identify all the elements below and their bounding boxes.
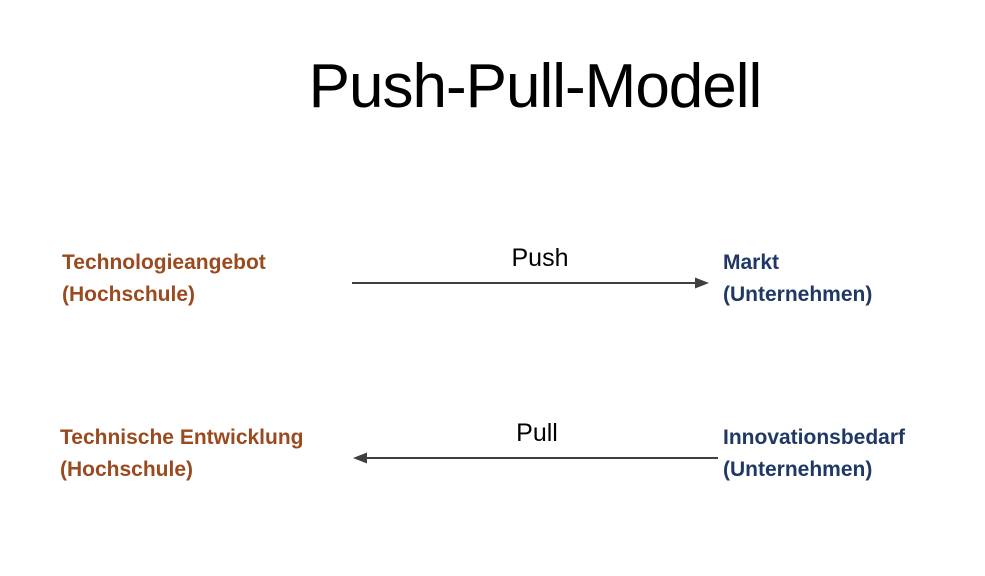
node-technologieangebot: Technologieangebot (Hochschule) (62, 247, 266, 311)
push-arrow (352, 277, 709, 289)
node-innovationsbedarf: Innovationsbedarf (Unternehmen) (723, 422, 905, 486)
node-technische-entwicklung: Technische Entwicklung (Hochschule) (60, 422, 304, 486)
node-innovationsbedarf-line2: (Unternehmen) (723, 458, 873, 481)
pull-arrow (353, 452, 718, 464)
node-markt-line2: (Unternehmen) (723, 283, 873, 306)
push-arrow-label: Push (511, 244, 569, 272)
push-arrowhead-icon (695, 277, 709, 289)
node-technologieangebot-line2: (Hochschule) (62, 283, 196, 306)
pull-arrowhead-icon (353, 452, 367, 464)
slide-title: Push-Pull-Modell (308, 52, 763, 121)
node-innovationsbedarf-line1: Innovationsbedarf (723, 426, 906, 449)
pull-arrow-label: Pull (516, 419, 558, 447)
node-technische-entwicklung-line1: Technische Entwicklung (60, 426, 304, 449)
node-markt: Markt (Unternehmen) (723, 247, 872, 311)
node-technologieangebot-line1: Technologieangebot (62, 251, 266, 274)
node-technische-entwicklung-line2: (Hochschule) (60, 458, 194, 481)
node-markt-line1: Markt (723, 251, 780, 274)
